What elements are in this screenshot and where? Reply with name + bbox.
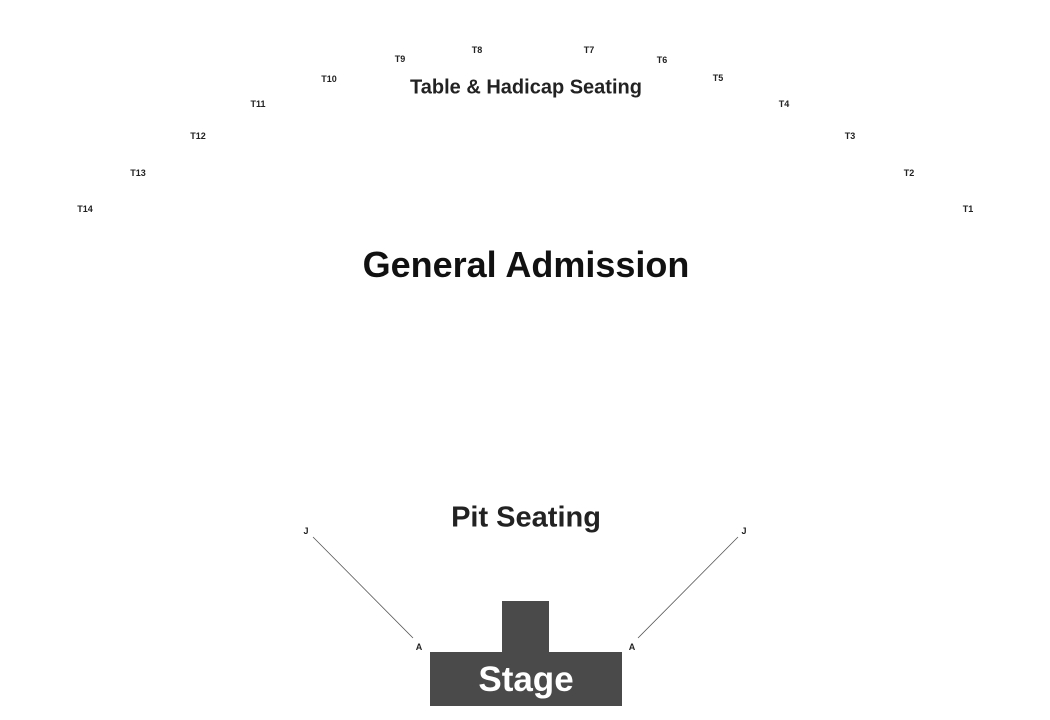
table-t2[interactable]: T2 [903,168,915,178]
stage [430,652,622,706]
pit-right-row-line[interactable] [637,536,739,639]
table-t1[interactable]: T1 [962,204,974,214]
table-t3[interactable]: T3 [844,131,856,141]
stage-thrust [502,601,549,653]
pit-left-row-j[interactable]: J [303,526,309,536]
table-t5[interactable]: T5 [712,73,724,83]
table-t4[interactable]: T4 [778,99,790,109]
table-t11[interactable]: T11 [250,99,266,109]
stage-label: Stage [478,660,574,699]
pit-left-row-line[interactable] [312,536,414,639]
table-t10[interactable]: T10 [321,74,337,84]
table-t6[interactable]: T6 [656,55,668,65]
pit-right-row-a[interactable]: A [628,642,636,652]
general-admission-section-label[interactable]: General Admission [362,244,690,285]
pit-left-row-a[interactable]: A [415,642,423,652]
table-t8[interactable]: T8 [471,45,483,55]
table-t13[interactable]: T13 [130,168,146,178]
pit-right-row-j[interactable]: J [741,526,747,536]
table-t9[interactable]: T9 [394,54,406,64]
pit-seating-section-label[interactable]: Pit Seating [451,501,601,534]
table-t7[interactable]: T7 [583,45,595,55]
table-t12[interactable]: T12 [190,131,206,141]
table-t14[interactable]: T14 [77,204,93,214]
table-seating-section-label[interactable]: Table & Hadicap Seating [410,76,642,99]
